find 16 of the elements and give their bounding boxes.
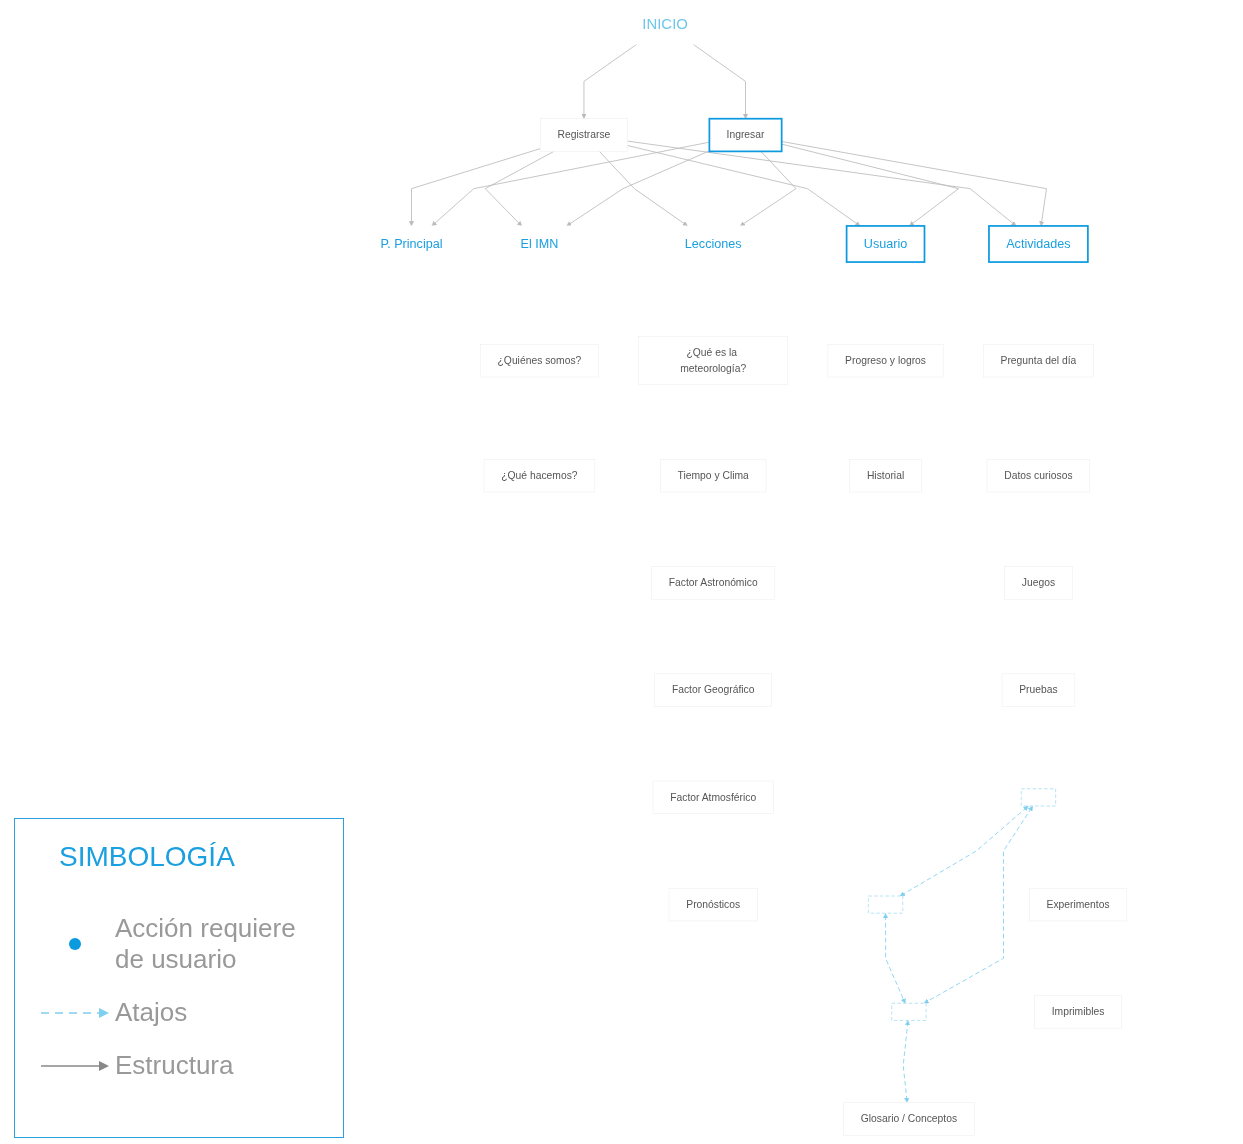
node-box: Usuario [845, 225, 926, 263]
node-box: Glosario / Conceptos [843, 1102, 975, 1136]
legend-text: Estructura [115, 1050, 234, 1081]
legend-title: SIMBOLOGÍA [59, 841, 236, 873]
node-box: Actividades [988, 225, 1089, 263]
node-box: Registrarse [540, 118, 628, 152]
node-text: Lecciones [684, 236, 742, 252]
node-bracket [891, 1002, 927, 1021]
node-bracket [1020, 788, 1056, 807]
legend-text: Atajos [115, 997, 188, 1028]
node-bracket [868, 895, 904, 914]
node-text: El IMN [520, 236, 559, 252]
node-text: INICIO [642, 15, 688, 33]
legend-text: Acción requiere de usuario [115, 913, 297, 975]
node-box: Ingresar [708, 117, 783, 153]
node-text: P. Principal [380, 236, 443, 252]
